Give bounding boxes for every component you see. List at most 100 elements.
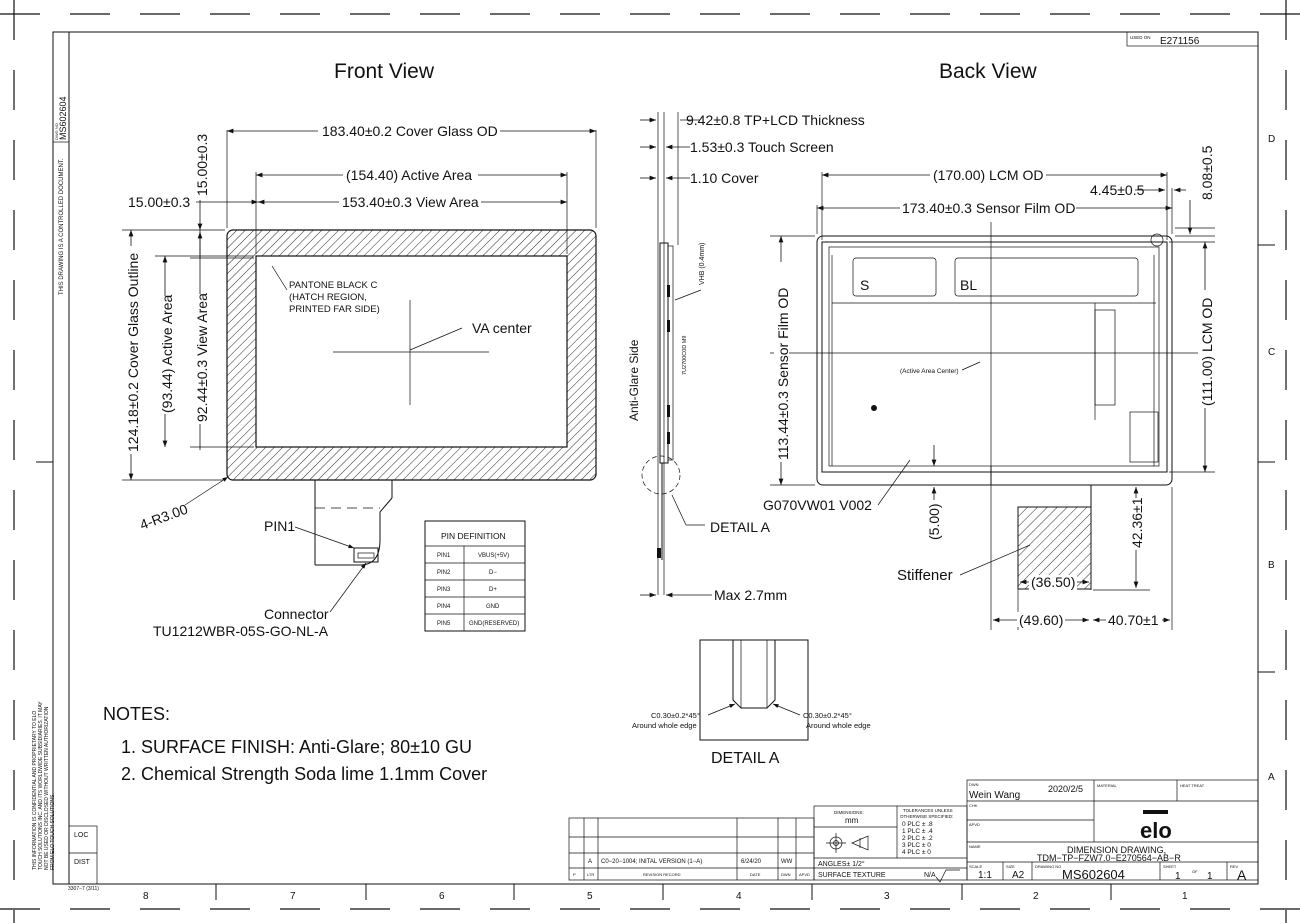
material-label: MATERIAL <box>1097 783 1117 788</box>
back-sensor-w-dim: 173.40±0.3 Sensor Film OD <box>902 200 1075 216</box>
zone-tick-lines <box>36 244 1275 900</box>
confidential-line-4: FROM ELO TOUCH SOLUTIONS. <box>50 793 56 870</box>
front-active-area-w-dim: (154.40) Active Area <box>346 167 472 183</box>
sheet-label: SHEET <box>1163 864 1177 869</box>
units-label: mm <box>845 816 859 825</box>
front-cover-glass-od-dim: 183.40±0.2 Cover Glass OD <box>322 123 498 139</box>
rev-header: DATE <box>750 872 761 877</box>
rev-header: DWN <box>781 872 791 877</box>
pin-table-cell: GND <box>486 604 500 610</box>
rev-header: LTR <box>587 872 594 877</box>
tol-line: OTHERWISE SPECIFIED: <box>900 814 953 819</box>
rev-dwn: WW <box>781 859 793 865</box>
confidential-line-3: NOT BE USED OR DISCLOSED WITHOUT WRITTEN… <box>44 706 50 870</box>
pin1-label: PIN1 <box>264 518 295 534</box>
zone-col-3: 3 <box>884 891 890 902</box>
drawing-no-label: DRAWING NO <box>1035 864 1061 869</box>
apvd-label: APVD <box>969 822 980 827</box>
elo-logo: elo <box>1140 818 1172 843</box>
side-part-label: 7U2700C0D M9 <box>682 336 688 375</box>
back-d4070-dim: 40.70±1 <box>1108 612 1159 628</box>
zone-col-5: 5 <box>587 891 593 902</box>
angles-label: ANGLES± 1/2° <box>818 860 865 868</box>
front-active-area-h-dim: (93.44) Active Area <box>159 294 175 413</box>
back-view-title: Back View <box>939 60 1037 83</box>
surface-texture-value: N/A <box>924 872 936 879</box>
zone-row-a: A <box>1268 772 1275 783</box>
title-block <box>966 779 1259 881</box>
pin-table-cell: D− <box>489 570 497 576</box>
chk-label: CHK <box>969 803 978 808</box>
confidential-line-1: THIS INFORMATION IS CONFIDENTIAL AND PRO… <box>32 711 38 870</box>
drawing-title-1: DIMENSION DRAWING, <box>1067 845 1166 855</box>
front-top-border-dim: 15.00±0.3 <box>194 134 210 196</box>
back-lcm-od-w-dim: (170.00) LCM OD <box>933 167 1043 183</box>
back-model-label: G070VW01 V002 <box>763 497 872 513</box>
controlled-doc-text: THIS DRAWING IS A CONTROLLED DOCUMENT. <box>59 158 65 295</box>
side-profile <box>641 112 681 595</box>
pin-table-cell: PIN2 <box>437 570 451 576</box>
tol-line: 4 PLC ± 0 <box>902 849 931 856</box>
scale-value: 1:1 <box>978 870 992 881</box>
back-lcm-od-h-dim: (111.00) LCM OD <box>1199 298 1215 406</box>
sheet-value: 1 <box>1175 871 1181 882</box>
rev-header: P <box>573 872 576 877</box>
pin-table-cell: GND(RESERVED) <box>469 621 519 627</box>
back-s-label: S <box>860 277 869 293</box>
used-on-value: E271156 <box>1160 36 1200 47</box>
dimensions-label: DIMENSIONS: <box>834 810 864 815</box>
side-touch-dim: 1.53±0.3 Touch Screen <box>690 139 834 155</box>
side-cover-dim: 1.10 Cover <box>690 170 759 186</box>
dwn-label: DWN <box>969 782 979 787</box>
rev-label: REV <box>1230 864 1239 869</box>
stiffener-label: Stiffener <box>897 567 953 584</box>
name-label: NAME <box>969 844 981 849</box>
back-sensor-h-dim: 113.44±0.3 Sensor Film OD <box>775 288 791 460</box>
side-detail-a-callout: DETAIL A <box>710 519 771 535</box>
pin-table-cell: D+ <box>489 587 497 593</box>
back-module <box>816 233 1173 486</box>
front-view-area-w-dim: 153.40±0.3 View Area <box>342 194 479 210</box>
zone-col-4: 4 <box>736 891 742 902</box>
rev-date: 6/24/20 <box>741 859 762 865</box>
zone-row-b: B <box>1268 560 1275 571</box>
detail-right-chamfer: C0.30±0.2*45° <box>803 711 852 720</box>
sheet-of-label: OF <box>1192 869 1198 874</box>
detail-left-edge: Around whole edge <box>632 721 697 730</box>
front-radius-dim: 4-R3.00 <box>138 501 190 533</box>
back-d3650-dim: (36.50) <box>1031 574 1075 590</box>
pantone-line-3: PRINTED FAR SIDE) <box>289 304 380 315</box>
back-d4960-dim: (49.60) <box>1019 612 1063 628</box>
pin-table-cell: PIN5 <box>437 621 451 627</box>
side-dwg-no: MS602604 <box>58 96 68 140</box>
back-d4236-dim: 42.36±1 <box>1129 497 1145 548</box>
rev-ltr: A <box>588 859 592 865</box>
side-vhb-label: VHB (0.4mm) <box>699 243 706 285</box>
loc-label: LOC <box>74 832 88 839</box>
notes-title: NOTES: <box>103 704 170 724</box>
back-offset-445-dim: 4.45±0.5 <box>1090 182 1145 198</box>
back-bl-label: BL <box>960 277 977 293</box>
zone-col-1: 1 <box>1182 891 1188 902</box>
zone-col-8: 8 <box>143 891 149 902</box>
front-outline-h-dim: 124.18±0.2 Cover Glass Outline <box>125 253 141 452</box>
va-center-label: VA center <box>472 320 532 336</box>
front-view-area-h-dim: 92.44±0.3 View Area <box>194 293 210 422</box>
connector-label: Connector <box>264 606 329 622</box>
elo-logo-bar <box>1143 810 1168 814</box>
tol-line: TOLERANCES UNLESS <box>903 808 953 813</box>
pin-definition-table <box>424 520 526 632</box>
zone-col-7: 7 <box>290 891 296 902</box>
used-on-label: USED ON <box>1130 35 1151 40</box>
dist-label: DIST <box>74 859 91 866</box>
confidential-line-2: TOUCH SOLUTIONS INC. AND ITS WORLDWIDE S… <box>38 701 44 870</box>
pin-table-header: PIN DEFINITION <box>441 531 506 541</box>
drawn-date: 2020/2/5 <box>1048 784 1083 794</box>
zone-row-c: C <box>1268 347 1275 358</box>
pin-table-cell: PIN4 <box>437 604 451 610</box>
note-item: 2. Chemical Strength Soda lime 1.1mm Cov… <box>121 764 487 784</box>
side-dwg-no-label: DWG NO <box>54 123 59 140</box>
front-left-border-dim: 15.00±0.3 <box>128 194 190 210</box>
scale-label: SCALE <box>969 864 982 869</box>
